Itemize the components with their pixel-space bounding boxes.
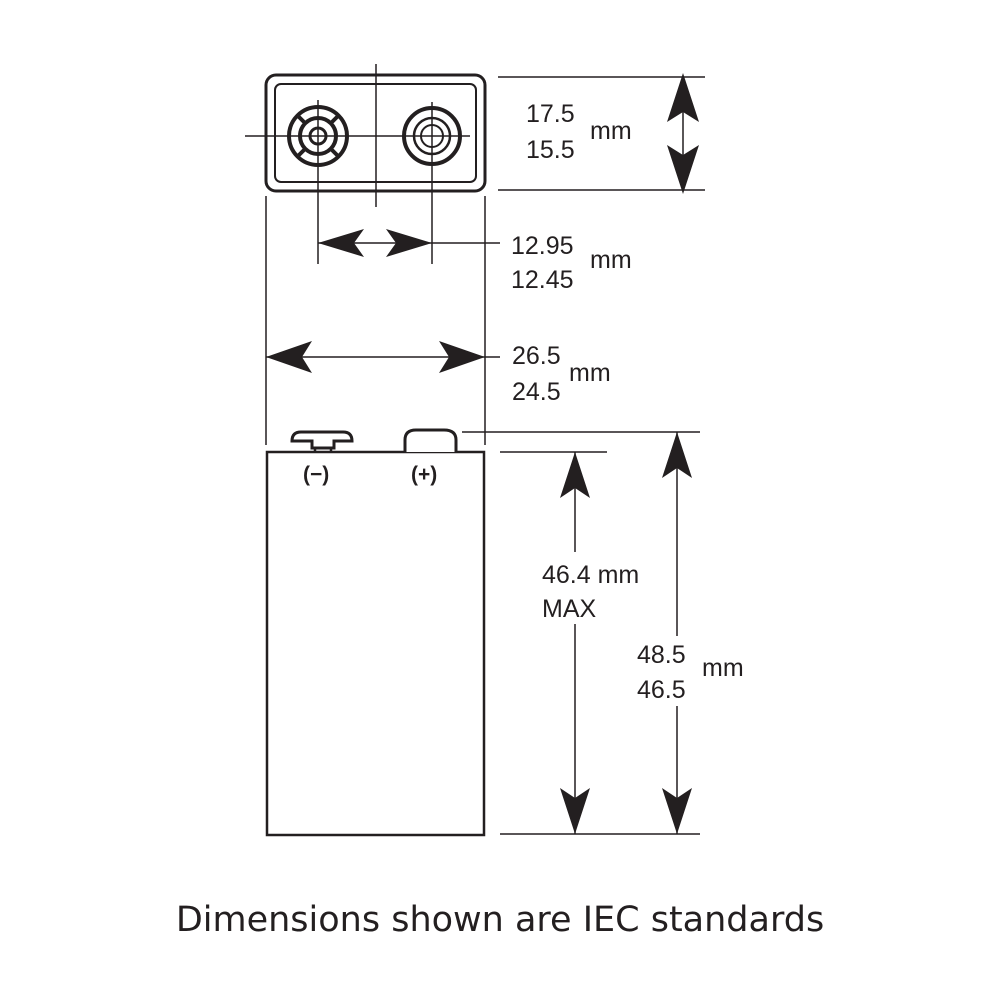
body-height-max-label: MAX — [542, 595, 597, 623]
terminal-spacing-unit: mm — [590, 246, 632, 274]
negative-terminal-top-icon — [287, 100, 349, 208]
positive-label: (+) — [411, 463, 437, 486]
arrow-left-icon — [318, 229, 364, 257]
width-dimension — [265, 196, 500, 445]
total-height-dimension — [462, 431, 700, 834]
positive-terminal-side-icon — [403, 428, 458, 452]
arrow-left-icon — [266, 341, 312, 373]
top-height-min: 15.5 — [526, 136, 575, 164]
terminal-spacing-min: 12.45 — [511, 266, 574, 294]
body-height-dimension — [500, 451, 700, 835]
negative-label: (−) — [303, 463, 329, 486]
width-max: 26.5 — [512, 342, 561, 370]
width-min: 24.5 — [512, 378, 561, 406]
total-height-unit: mm — [702, 654, 744, 682]
top-height-dimension — [498, 73, 705, 194]
total-height-min: 46.5 — [637, 676, 686, 704]
arrow-down-icon — [667, 145, 699, 194]
arrow-up-icon — [662, 432, 692, 478]
arrow-down-icon — [560, 788, 590, 834]
top-view — [245, 64, 487, 208]
width-unit: mm — [569, 359, 611, 387]
body-height-value: 46.4 mm — [542, 561, 639, 589]
total-height-max: 48.5 — [637, 641, 686, 669]
top-height-unit: mm — [590, 117, 632, 145]
battery-body — [265, 450, 486, 837]
arrow-right-icon — [439, 341, 485, 373]
arrow-down-icon — [662, 788, 692, 834]
side-view — [265, 428, 486, 837]
arrow-up-icon — [667, 73, 699, 122]
top-height-max: 17.5 — [526, 100, 575, 128]
positive-terminal-top-icon — [402, 102, 462, 208]
negative-terminal-side-icon — [290, 430, 354, 450]
arrow-up-icon — [560, 452, 590, 498]
arrow-right-icon — [386, 229, 432, 257]
terminal-spacing-dimension — [317, 208, 500, 264]
caption: Dimensions shown are IEC standards — [175, 900, 825, 940]
terminal-spacing-max: 12.95 — [511, 232, 574, 260]
